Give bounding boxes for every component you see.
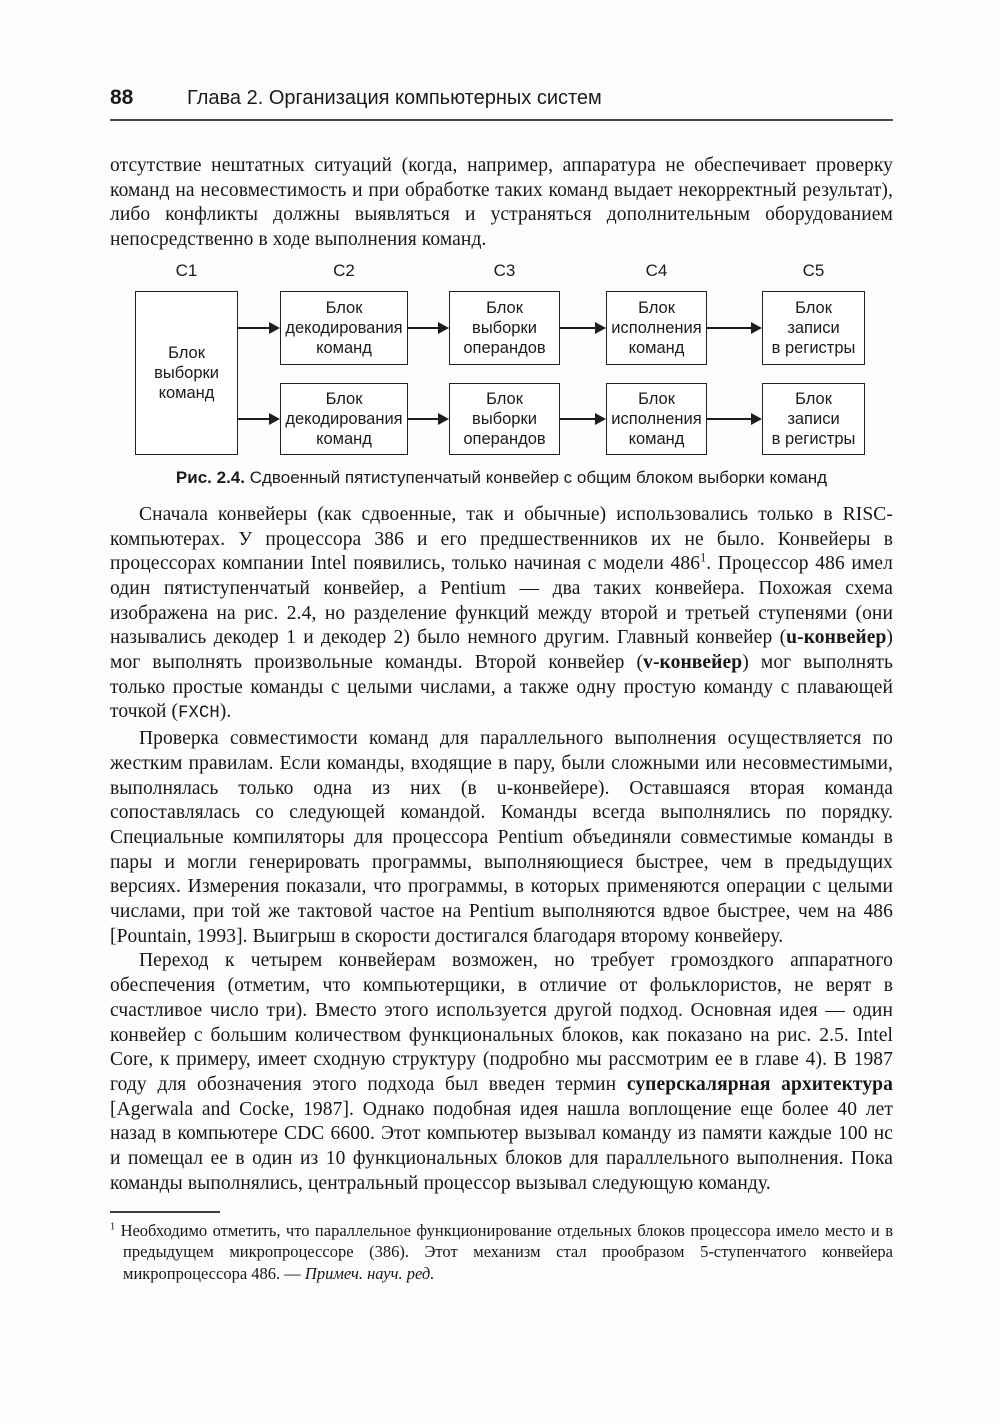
stage-label: C1 bbox=[175, 260, 198, 280]
arrow-head-icon bbox=[751, 412, 762, 425]
arrow-line bbox=[408, 417, 440, 420]
page-content: 88 Глава 2. Организация компьютерных сис… bbox=[110, 0, 893, 1284]
stage-box: Блок выборки операндов bbox=[449, 290, 560, 365]
stage-label: C4 bbox=[645, 260, 668, 280]
arrow-head-icon bbox=[269, 321, 280, 334]
arrow-line bbox=[560, 417, 597, 420]
arrow-head-icon bbox=[438, 321, 449, 334]
footnote-text: Необходимо отметить, что параллельное фу… bbox=[120, 1220, 893, 1283]
arrow-head-icon bbox=[751, 321, 762, 334]
stage-box: Блок исполнения команд bbox=[606, 290, 707, 365]
arrow-head-icon bbox=[438, 412, 449, 425]
header-rule bbox=[110, 119, 893, 121]
intro-section: отсутствие нештатных ситуаций (когда, на… bbox=[110, 154, 893, 253]
stage-box: Блок записи в регистры bbox=[762, 290, 865, 365]
stage-box: Блок записи в регистры bbox=[762, 382, 865, 455]
chapter-title: Глава 2. Организация компьютерных систем bbox=[187, 87, 602, 109]
paragraph: отсутствие нештатных ситуаций (когда, на… bbox=[110, 155, 893, 251]
arrow-line bbox=[707, 417, 753, 420]
paragraph: Сначала конвейеры (как сдвоенные, так и … bbox=[110, 503, 893, 724]
body-section: Сначала конвейеры (как сдвоенные, так и … bbox=[110, 503, 893, 1197]
paragraph: Проверка совместимости команд для паралл… bbox=[110, 728, 893, 947]
stage-box: Блок исполнения команд bbox=[606, 382, 707, 455]
fetch-box: Блок выборки команд bbox=[135, 290, 238, 455]
stage-box: Блок выборки операндов bbox=[449, 382, 560, 455]
arrow-head-icon bbox=[269, 412, 280, 425]
arrow-head-icon bbox=[595, 321, 606, 334]
running-head: 88 Глава 2. Организация компьютерных сис… bbox=[110, 0, 893, 110]
page-number: 88 bbox=[110, 86, 134, 109]
stage-label: C2 bbox=[333, 260, 355, 280]
arrow-head-icon bbox=[595, 412, 606, 425]
stage-label: C5 bbox=[802, 260, 825, 280]
arrow-line bbox=[707, 326, 753, 329]
stage-box: Блок декодирования команд bbox=[280, 290, 408, 365]
footnote: 1 Необходимо отметить, что параллельное … bbox=[110, 1220, 893, 1285]
footnote-separator bbox=[110, 1210, 220, 1213]
figure-caption: Рис. 2.4. Сдвоенный пятиступенчатый конв… bbox=[110, 468, 893, 488]
figure-caption-label: Рис. 2.4. bbox=[175, 467, 245, 487]
arrow-line bbox=[560, 326, 597, 329]
footnote-marker: 1 bbox=[110, 1221, 116, 1232]
arrow-line bbox=[408, 326, 440, 329]
arrow-line bbox=[238, 326, 271, 329]
stage-label: C3 bbox=[493, 260, 516, 280]
paragraph: Переход к четырем конвейерам возможен, н… bbox=[110, 950, 893, 1194]
stage-box: Блок декодирования команд bbox=[280, 382, 408, 455]
figure-caption-text: Сдвоенный пятиступенчатый конвейер с общ… bbox=[249, 467, 828, 487]
arrow-line bbox=[238, 417, 271, 420]
